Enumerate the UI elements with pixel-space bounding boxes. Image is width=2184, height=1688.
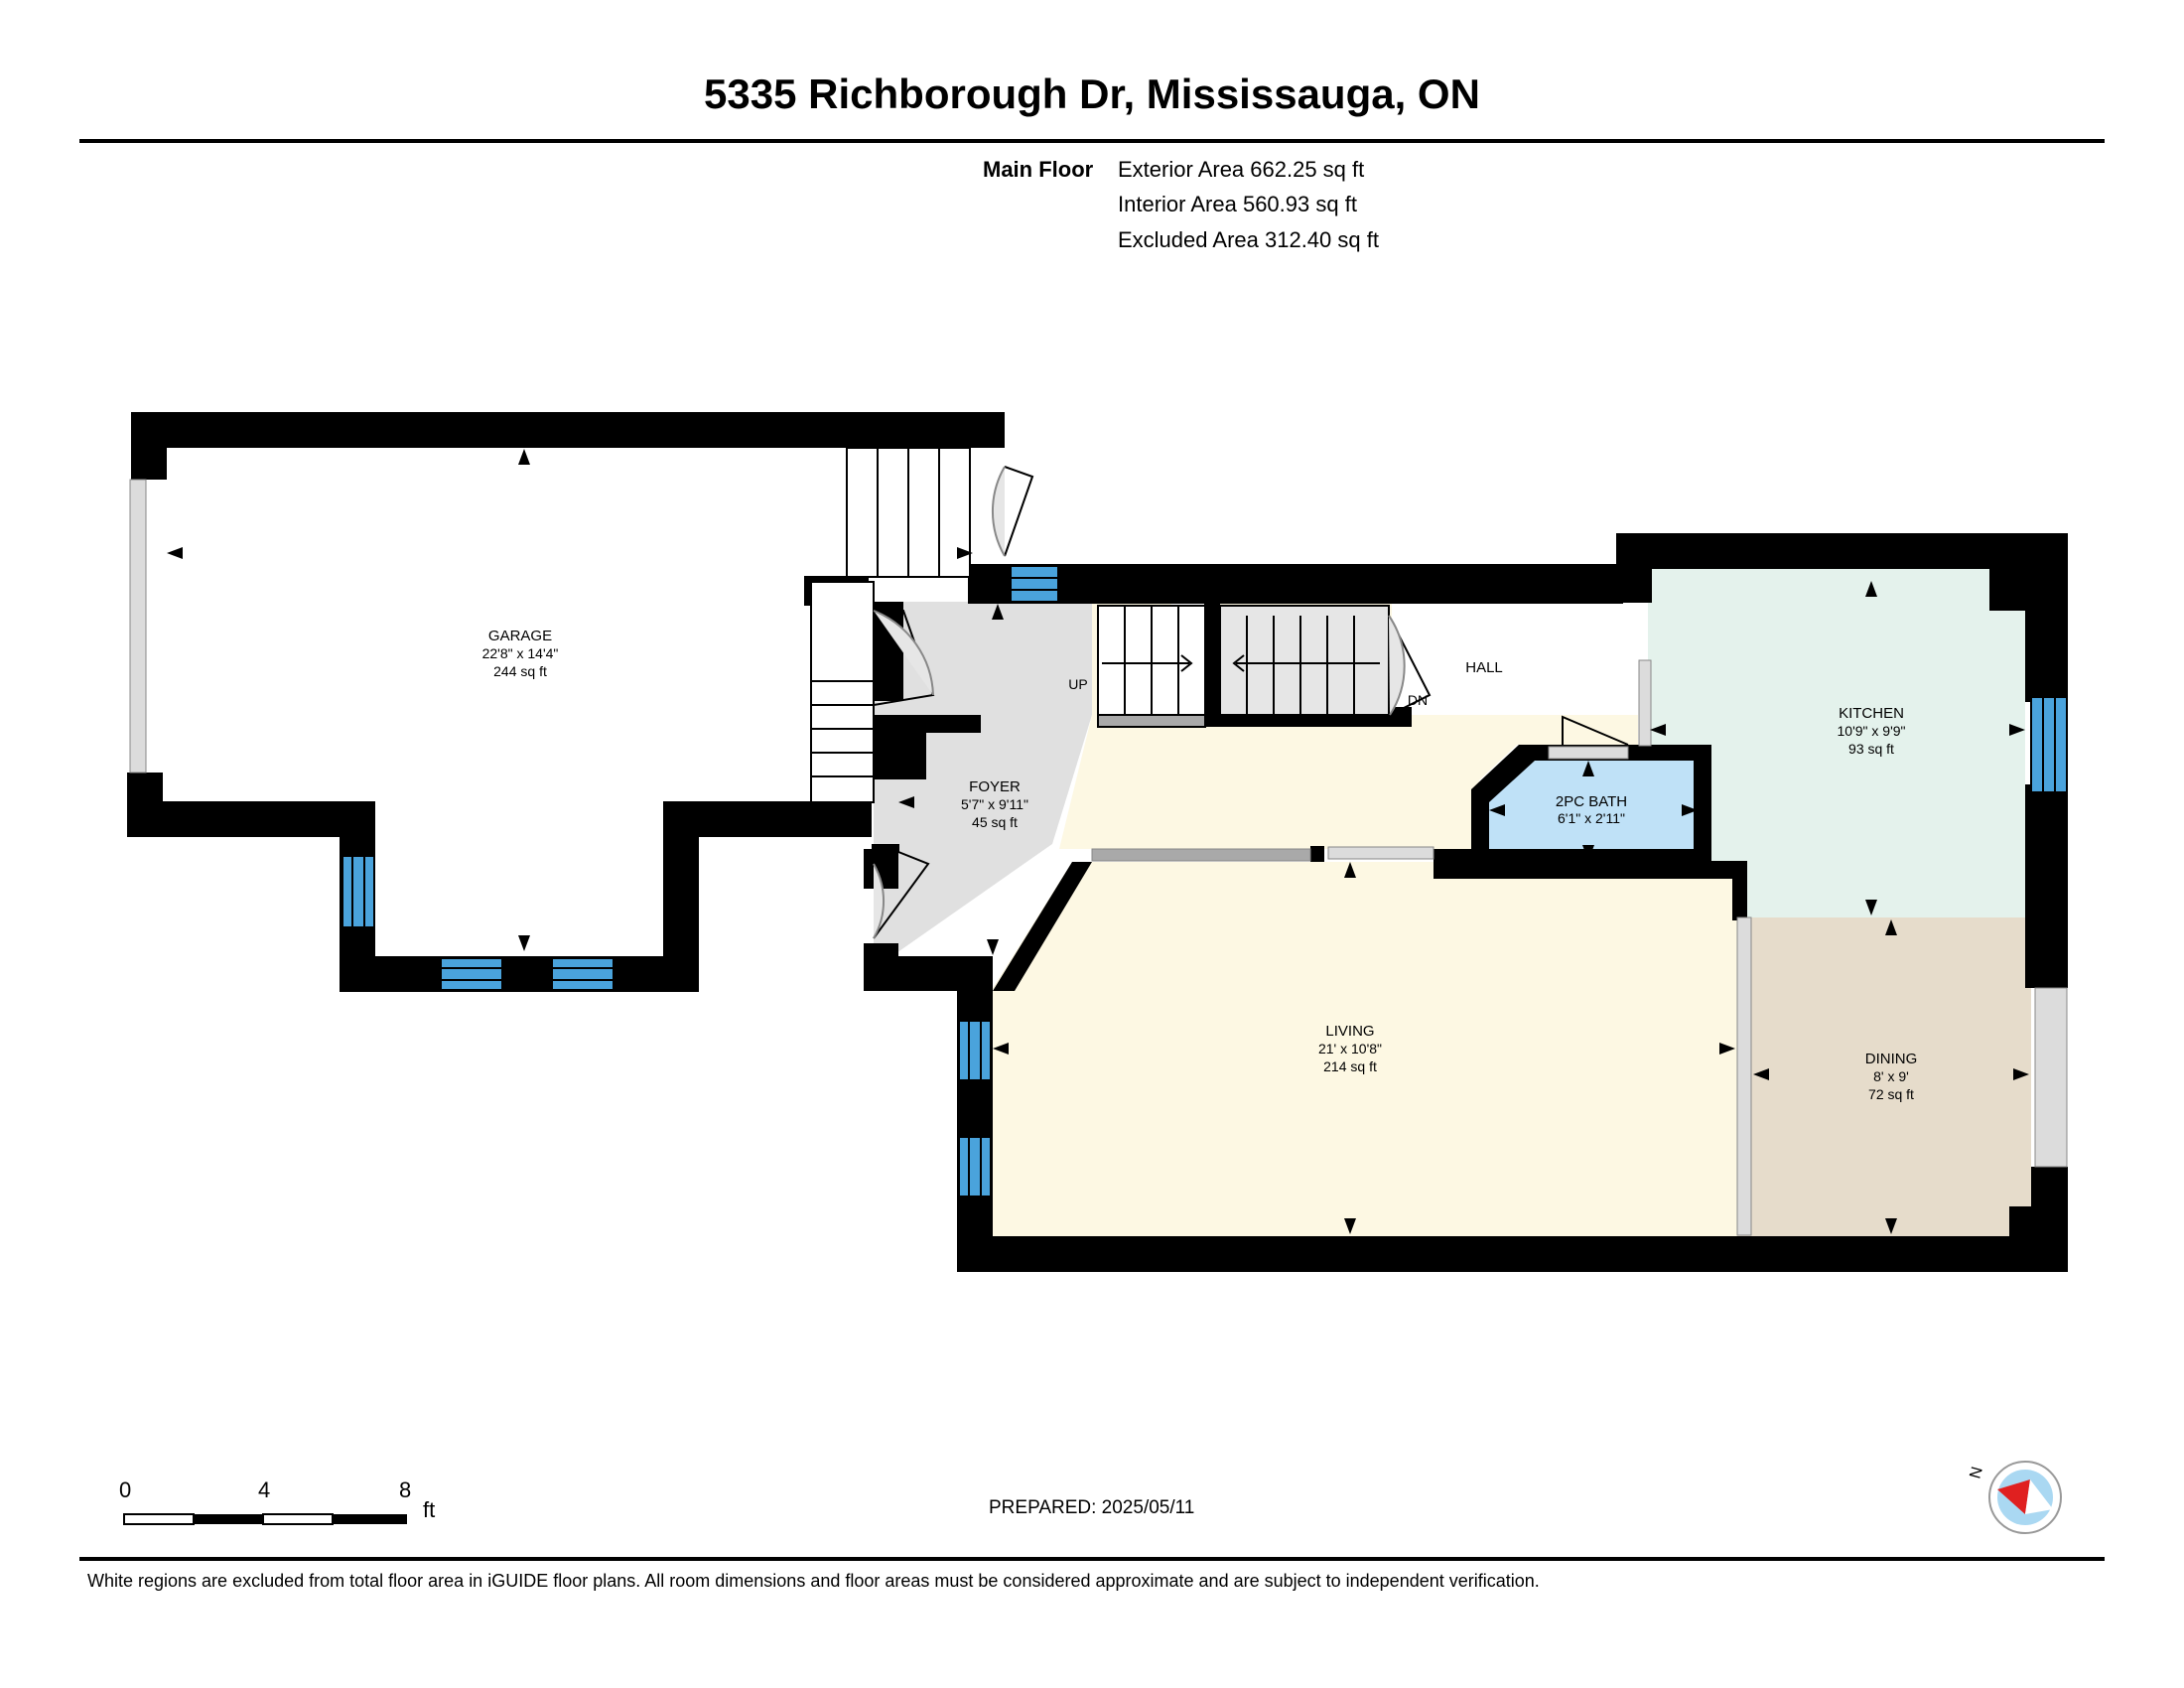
- bath-dimensions: 6'1" x 2'11": [1558, 810, 1625, 826]
- window-mullions: [351, 577, 2056, 1196]
- living-floor: [993, 862, 1737, 1236]
- header-divider: [79, 139, 2105, 143]
- floor-name: Main Floor: [983, 157, 1094, 182]
- stairs-down-label: DN: [1408, 692, 1428, 708]
- garage-area: 244 sq ft: [493, 663, 547, 679]
- prepared-date: PREPARED: 2025/05/11: [989, 1497, 1195, 1518]
- foyer-area: 45 sq ft: [972, 814, 1018, 830]
- scale-label-4: 4: [258, 1477, 271, 1502]
- disclaimer-text: White regions are excluded from total fl…: [87, 1571, 1540, 1591]
- scale-label-0: 0: [119, 1477, 132, 1502]
- windows: [341, 565, 2068, 1197]
- dining-area: 72 sq ft: [1868, 1086, 1914, 1102]
- kitchen-floor: [1648, 569, 2025, 917]
- interior-area: Interior Area 560.93 sq ft: [1118, 192, 1357, 216]
- living-dimensions: 21' x 10'8": [1318, 1041, 1382, 1056]
- hall-label: HALL: [1465, 659, 1503, 676]
- bath-label: 2PC BATH: [1556, 793, 1627, 810]
- walls: [127, 412, 2068, 1272]
- garage-dimensions: 22'8" x 14'4": [482, 645, 559, 661]
- dining-dimensions: 8' x 9': [1873, 1068, 1909, 1084]
- garage-label: GARAGE: [488, 628, 552, 644]
- exterior-area: Exterior Area 662.25 sq ft: [1118, 157, 1365, 182]
- stairs-up-label: UP: [1068, 676, 1087, 692]
- bath-door-sill: [1548, 746, 1629, 760]
- kitchen-dimensions: 10'9" x 9'9": [1838, 723, 1906, 739]
- scale-bar: [123, 1513, 407, 1525]
- scale-label-8: 8: [399, 1477, 412, 1502]
- living-area: 214 sq ft: [1323, 1058, 1377, 1074]
- compass-icon: N: [1967, 1461, 2062, 1534]
- garage-stairs: [846, 447, 971, 578]
- foyer-label: FOYER: [969, 778, 1021, 795]
- excluded-area: Excluded Area 312.40 sq ft: [1118, 227, 1379, 252]
- dimension-arrows: [167, 449, 2029, 1234]
- stairs-up: [1097, 605, 1206, 728]
- kitchen-area: 93 sq ft: [1848, 741, 1894, 757]
- kitchen-label: KITCHEN: [1839, 705, 1904, 722]
- page-title: 5335 Richborough Dr, Mississauga, ON: [704, 70, 1480, 117]
- stairs-down: [1219, 605, 1390, 716]
- foyer-dimensions: 5'7" x 9'11": [961, 796, 1028, 812]
- footer-divider: [79, 1557, 2105, 1561]
- foyer-floor: [874, 602, 1092, 955]
- bath-floor: [1487, 759, 1707, 861]
- dining-floor: [1737, 917, 2031, 1236]
- doors: [873, 466, 1629, 939]
- dining-label: DINING: [1865, 1051, 1918, 1067]
- foyer-stairs: [810, 581, 875, 803]
- scale-unit: ft: [423, 1497, 436, 1522]
- openings: [129, 479, 2068, 1236]
- compass-north-label: N: [1967, 1465, 1985, 1480]
- living-label: LIVING: [1325, 1023, 1374, 1040]
